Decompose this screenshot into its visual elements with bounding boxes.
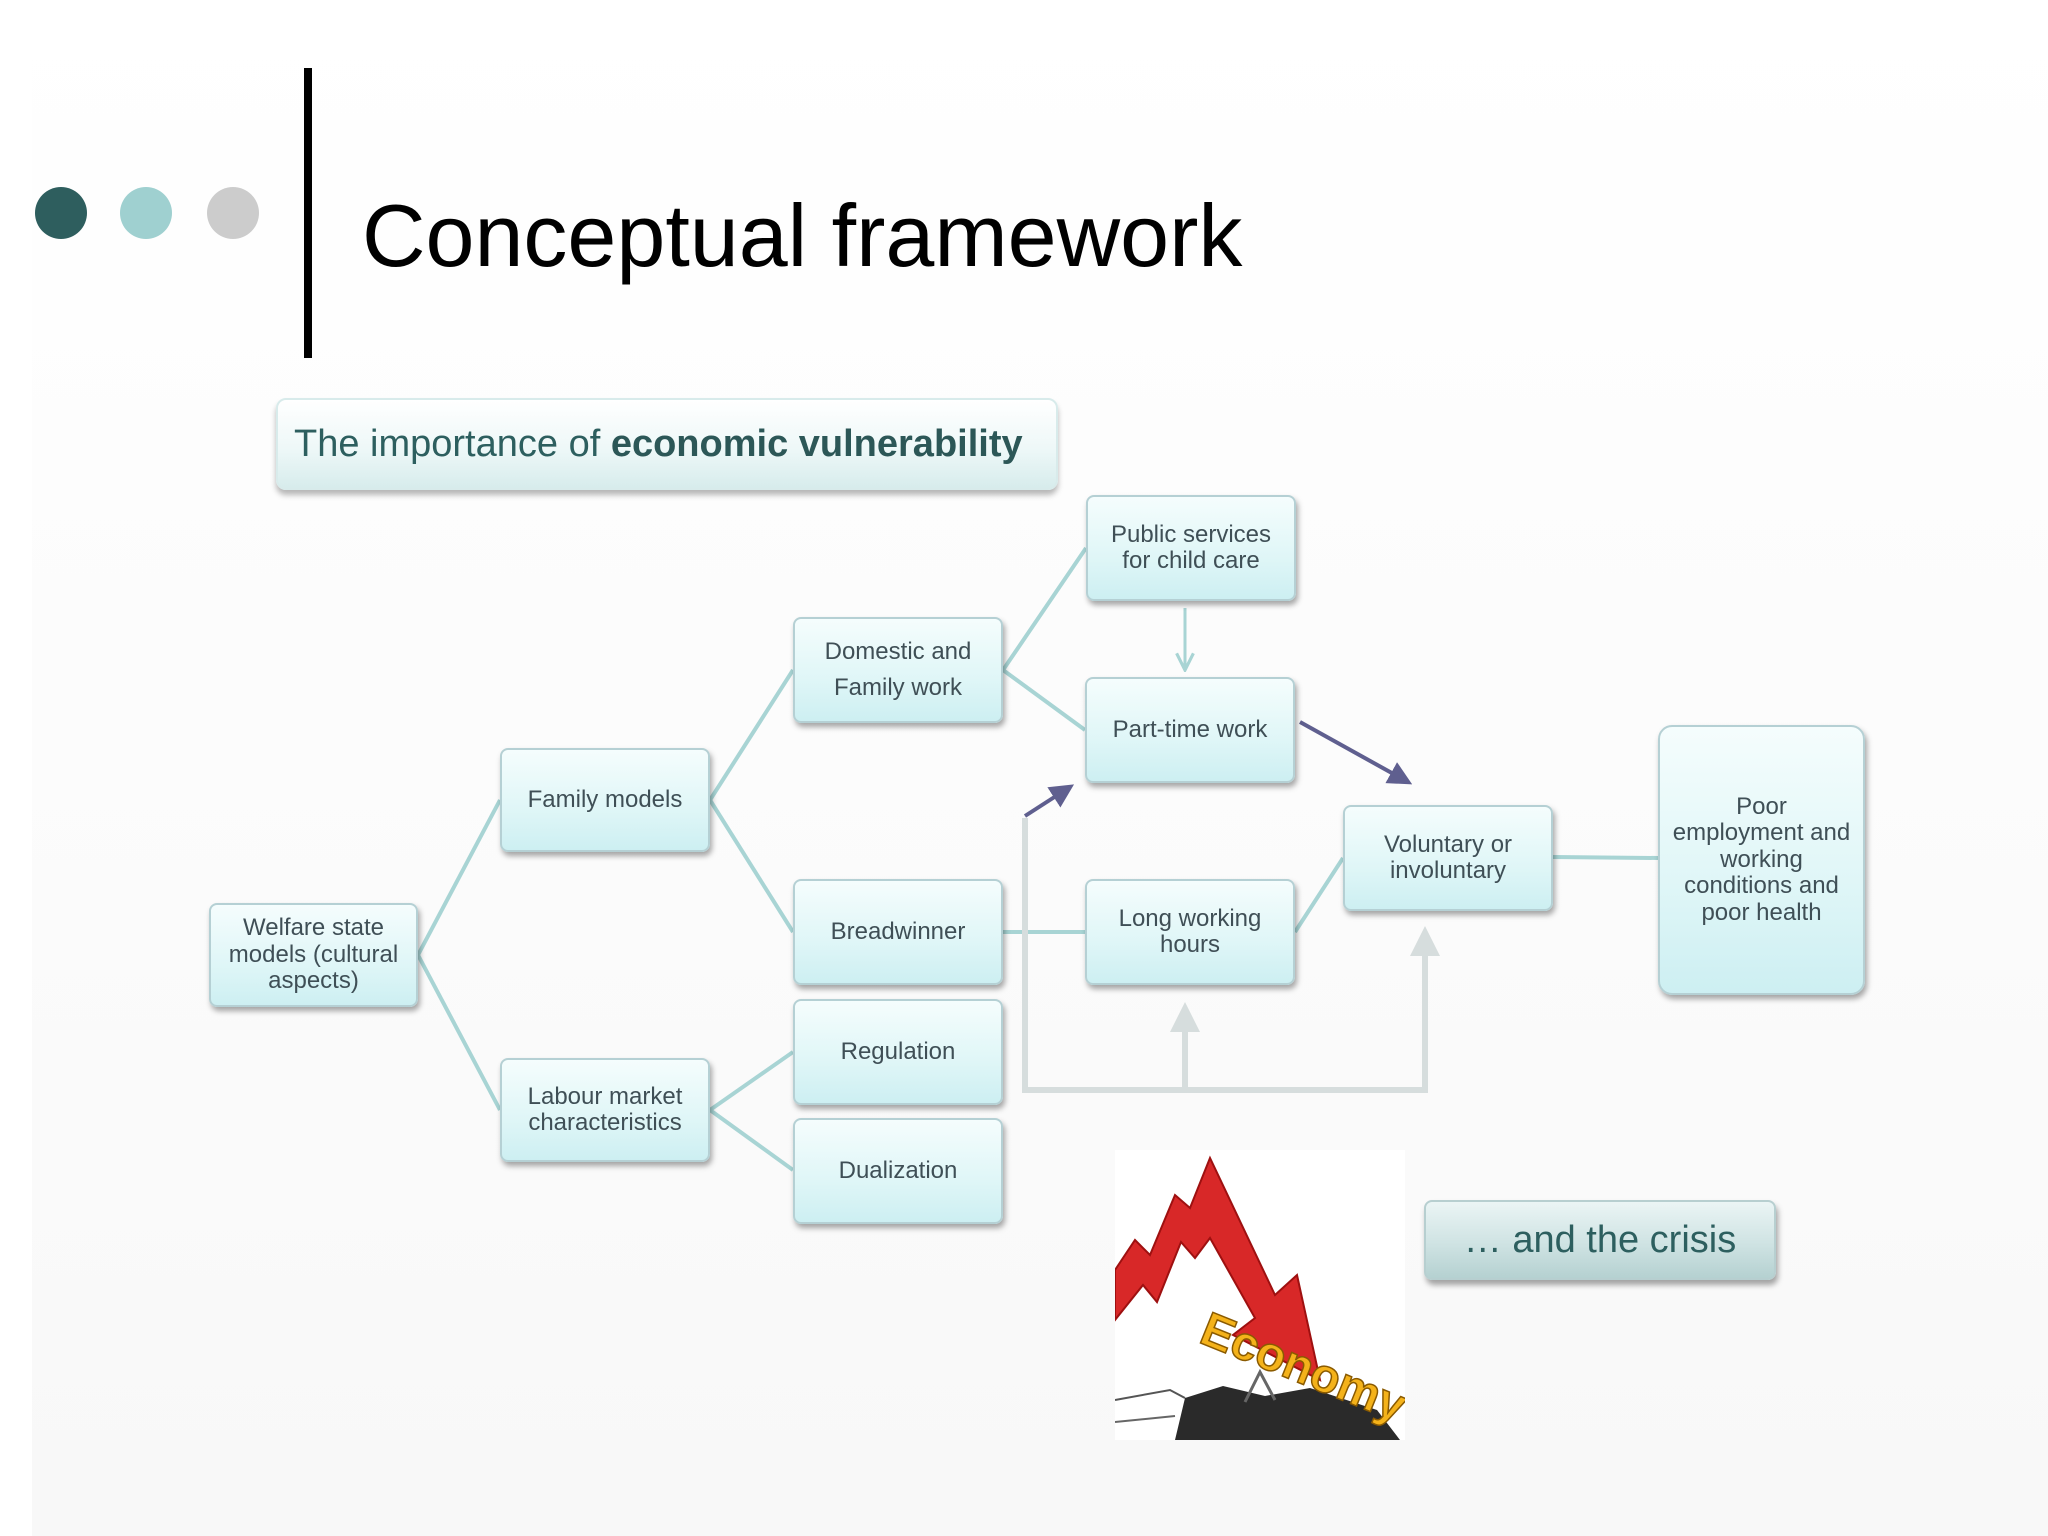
- connector-family-domestic: [708, 668, 795, 802]
- subtitle-emphasis: economic vulnerability: [610, 423, 1023, 465]
- connector-family-breadwinner: [708, 798, 795, 934]
- node-labour-market: Labour market characteristics: [500, 1058, 710, 1162]
- crisis-banner: … and the crisis: [1424, 1200, 1776, 1280]
- node-poor-employment-health: Poor employment and working conditions a…: [1658, 725, 1865, 995]
- arrow-parttime-to-voluntary: [1299, 720, 1413, 785]
- decorative-dot-dark: [35, 187, 87, 239]
- node-part-time-work: Part-time work: [1085, 677, 1295, 783]
- connector-domestic-public: [1001, 546, 1088, 672]
- slide-title: Conceptual framework: [362, 186, 1243, 285]
- decorative-dot-light: [207, 187, 259, 239]
- node-welfare-state-models: Welfare state models (cultural aspects): [209, 903, 418, 1007]
- node-dualization: Dualization: [793, 1118, 1003, 1224]
- connector-longhours-voluntary: [1293, 856, 1345, 934]
- crisis-feedback-frame: [1022, 818, 1428, 1093]
- node-voluntary-involuntary: Voluntary or involuntary: [1343, 805, 1553, 911]
- connector-domestic-parttime: [1001, 668, 1087, 732]
- node-family-models: Family models: [500, 748, 710, 852]
- economy-crisis-image: Economy: [1115, 1150, 1405, 1440]
- connector-labour-dualization: [708, 1108, 795, 1172]
- node-breadwinner: Breadwinner: [793, 879, 1003, 985]
- node-domestic-family-work: Domestic and Family work: [793, 617, 1003, 723]
- connector-voluntary-poor: [1552, 855, 1659, 860]
- node-regulation: Regulation: [793, 999, 1003, 1105]
- title-divider: [304, 68, 312, 358]
- arrow-into-parttime: [1023, 784, 1075, 818]
- subtitle-banner: The importance of economic vulnerability: [276, 398, 1058, 490]
- connector-welfare-labour: [416, 954, 502, 1111]
- decorative-dot-mid: [120, 187, 172, 239]
- connector-welfare-family: [416, 799, 502, 956]
- subtitle-prefix: The importance of: [294, 423, 611, 465]
- node-long-working-hours: Long working hours: [1085, 879, 1295, 985]
- node-public-services-child-care: Public services for child care: [1086, 495, 1296, 601]
- connector-labour-regulation: [708, 1050, 795, 1112]
